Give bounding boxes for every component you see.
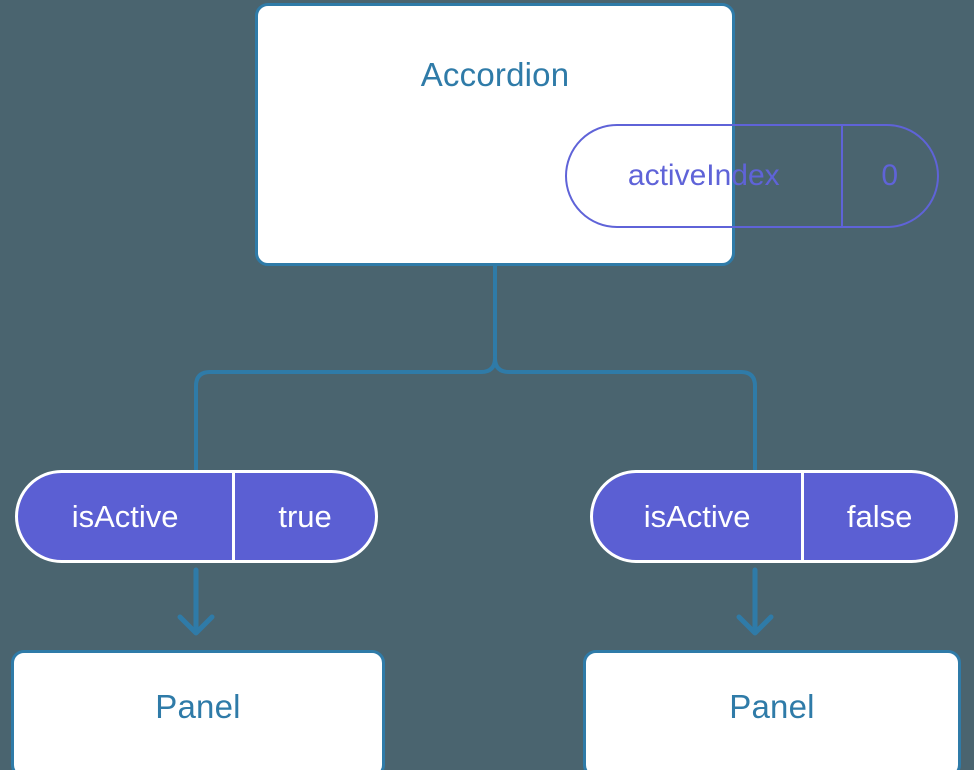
connector-branch-right [493, 356, 757, 472]
prop-pill-value: true [278, 499, 332, 534]
state-pill-active-index[interactable]: activeIndex 0 [565, 124, 939, 228]
arrow-down-icon-right [736, 567, 774, 636]
accordion-node[interactable]: Accordion activeIndex 0 [255, 3, 939, 266]
prop-pill-is-active-left[interactable]: isActive true [15, 470, 378, 563]
prop-pill-value: false [846, 499, 913, 534]
arrow-down-icon-left [177, 567, 215, 636]
accordion-title: Accordion [420, 56, 570, 93]
prop-pill-is-active-right[interactable]: isActive false [590, 470, 958, 563]
state-pill-value: 0 [881, 159, 899, 192]
panel-node-right[interactable]: Panel [583, 650, 961, 770]
panel-title: Panel [155, 688, 241, 725]
prop-pill-key: isActive [593, 473, 805, 560]
panel-node-left[interactable]: Panel [11, 650, 385, 770]
prop-pill-key: isActive [18, 473, 236, 560]
connector-branch-left [194, 356, 497, 472]
panel-title: Panel [729, 688, 815, 725]
state-pill-key: activeIndex [567, 126, 843, 226]
